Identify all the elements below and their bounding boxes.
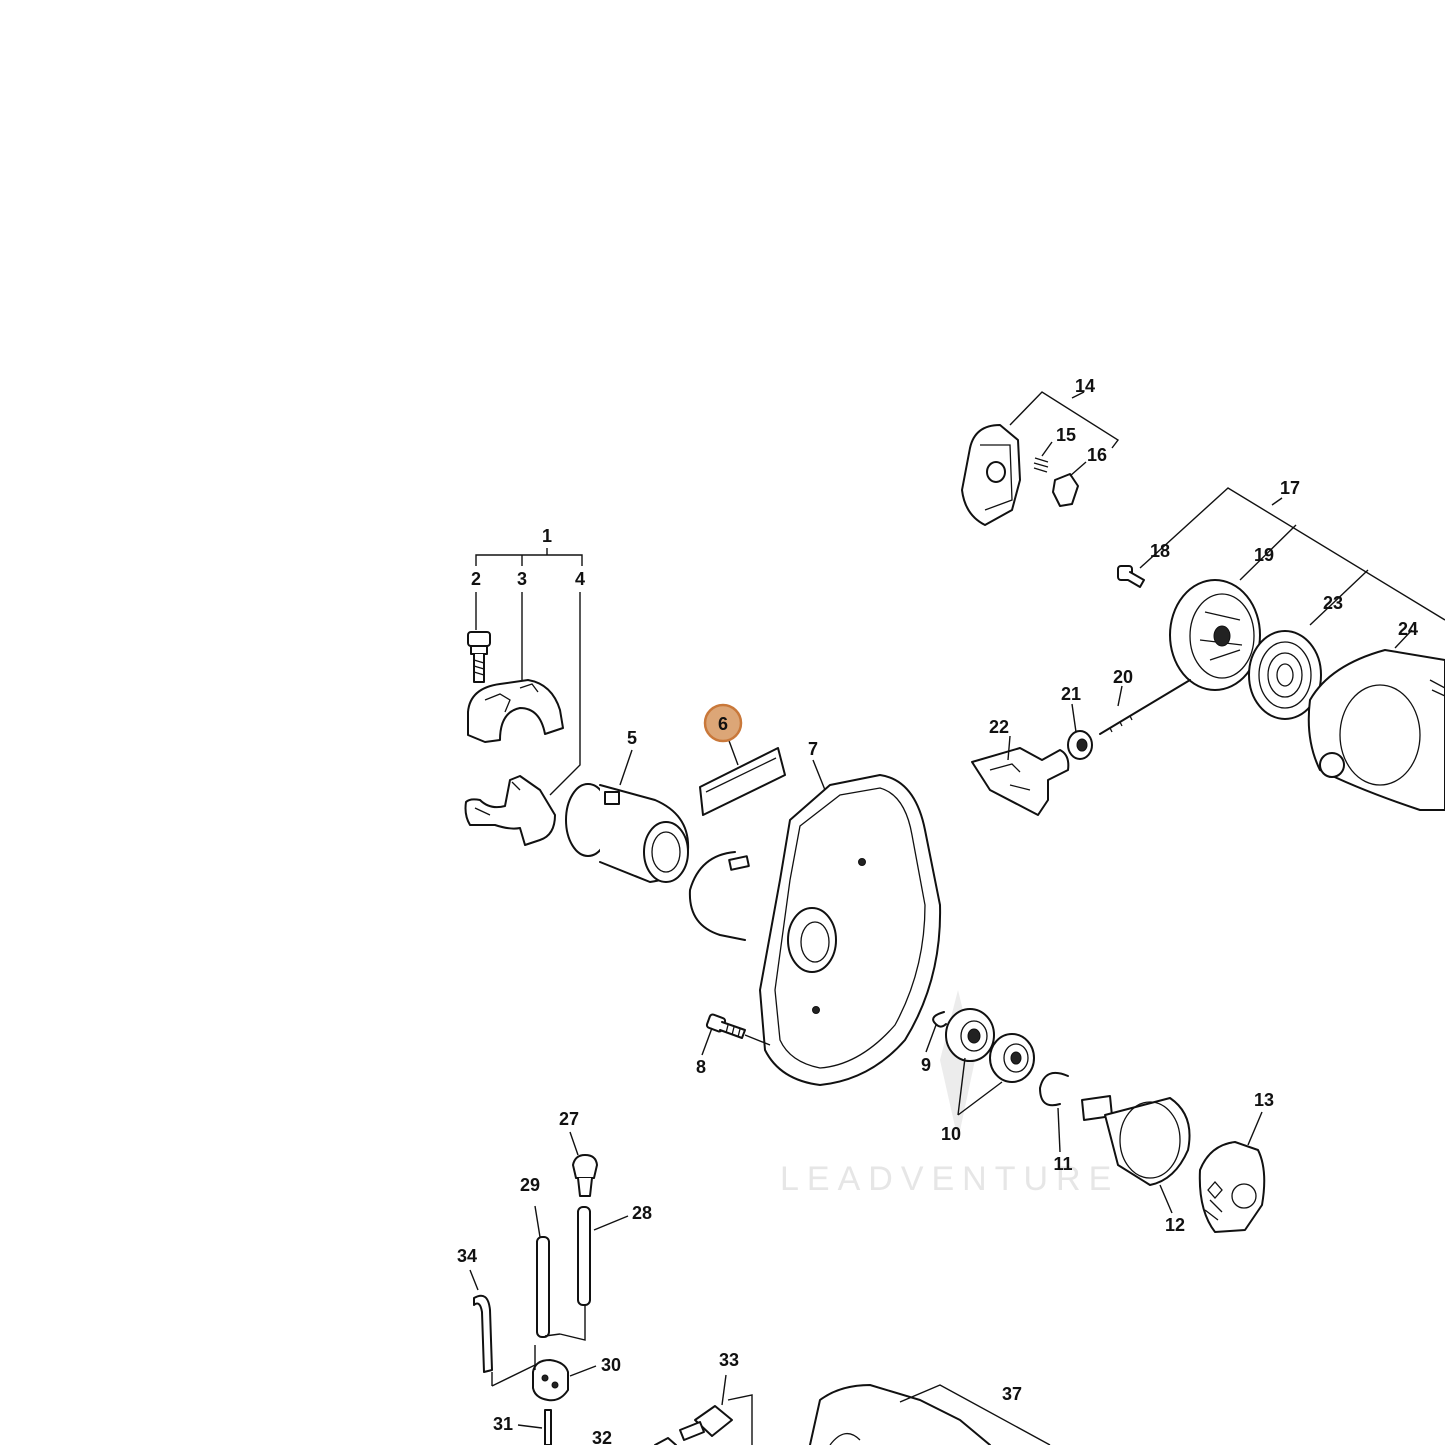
callout-23[interactable]: 23 (1323, 593, 1343, 613)
part-9-circlip[interactable] (932, 1011, 947, 1028)
part-4-lower-clamp[interactable] (464, 775, 556, 846)
callout-24[interactable]: 24 (1398, 619, 1418, 639)
callout-16[interactable]: 16 (1087, 445, 1107, 465)
callout-9[interactable]: 9 (921, 1055, 931, 1075)
part-28-fuel-tube[interactable] (577, 1206, 591, 1306)
callout-5[interactable]: 5 (627, 728, 637, 748)
highlight-circle[interactable] (703, 703, 743, 743)
callout-29[interactable]: 29 (520, 1175, 540, 1195)
callout-7[interactable]: 7 (808, 739, 818, 759)
part-18-screw[interactable] (1117, 565, 1145, 588)
callout-11[interactable]: 11 (1053, 1154, 1072, 1174)
callout-15[interactable]: 15 (1056, 425, 1076, 445)
part-20-starter-rope[interactable] (1099, 679, 1191, 735)
part-22-starter-handle[interactable] (971, 747, 1070, 816)
callout-34[interactable]: 34 (457, 1246, 477, 1266)
callout-3[interactable]: 3 (517, 569, 527, 589)
part-21-grommet[interactable] (1067, 730, 1093, 760)
part-31-fuel-line[interactable] (544, 1409, 552, 1445)
callout-33[interactable]: 33 (719, 1350, 739, 1370)
callout-27[interactable]: 27 (559, 1109, 579, 1129)
part-10-bearings[interactable] (945, 1008, 1035, 1083)
callout-21[interactable]: 21 (1061, 684, 1081, 704)
callout-22[interactable]: 22 (989, 717, 1009, 737)
part-2-bolt[interactable] (467, 631, 491, 683)
part-5-tube-adapter[interactable] (565, 783, 690, 883)
callout-31[interactable]: 31 (493, 1414, 513, 1434)
callout-labels: 1 2 3 4 5 6 7 8 9 10 11 12 13 14 15 16 1… (457, 376, 1418, 1445)
callout-4[interactable]: 4 (575, 569, 585, 589)
callout-28[interactable]: 28 (632, 1203, 652, 1223)
part-3-upper-clamp[interactable] (467, 679, 564, 743)
part-8-screw[interactable] (705, 1013, 746, 1039)
callout-10[interactable]: 10 (941, 1124, 961, 1144)
watermark-text: LEADVENTURE (780, 1160, 1119, 1198)
callout-19[interactable]: 19 (1254, 545, 1274, 565)
part-16-pawl[interactable] (1052, 473, 1079, 507)
callout-8[interactable]: 8 (696, 1057, 706, 1077)
part-7-fan-housing[interactable] (688, 774, 942, 1086)
part-19-rope-pulley[interactable] (1169, 579, 1261, 691)
part-33-fuel-filter[interactable] (679, 1405, 733, 1441)
part-32-fitting[interactable] (654, 1437, 677, 1445)
part-24-starter-cover[interactable] (1307, 649, 1445, 811)
part-13-clutch[interactable] (1198, 1141, 1266, 1233)
callout-2[interactable]: 2 (471, 569, 481, 589)
callout-1[interactable]: 1 (542, 526, 552, 546)
part-15-spring[interactable] (1033, 457, 1049, 473)
part-37-fuel-tank[interactable] (809, 1384, 991, 1445)
part-14-starter-pawl-plate[interactable] (961, 424, 1021, 526)
callout-12[interactable]: 12 (1165, 1215, 1185, 1235)
callout-30[interactable]: 30 (601, 1355, 621, 1375)
part-34-hose[interactable] (473, 1294, 493, 1373)
part-27-cap[interactable] (572, 1154, 598, 1197)
part-12-clutch-drum[interactable] (1081, 1095, 1191, 1186)
callout-17[interactable]: 17 (1280, 478, 1300, 498)
leader-lines (469, 391, 1445, 1445)
part-11-retaining-ring[interactable] (1039, 1072, 1069, 1107)
callout-20[interactable]: 20 (1113, 667, 1133, 687)
callout-6[interactable]: 6 (718, 714, 728, 734)
part-23-recoil-spring[interactable] (1248, 630, 1322, 720)
callout-18[interactable]: 18 (1150, 541, 1170, 561)
callout-32[interactable]: 32 (592, 1428, 612, 1445)
callout-14[interactable]: 14 (1075, 376, 1095, 396)
part-6-seal-strip[interactable] (699, 747, 786, 816)
part-29-fuel-tube[interactable] (536, 1236, 550, 1338)
callout-37[interactable]: 37 (1002, 1384, 1022, 1404)
part-30-grommet[interactable] (532, 1359, 569, 1402)
callout-13[interactable]: 13 (1254, 1090, 1274, 1110)
